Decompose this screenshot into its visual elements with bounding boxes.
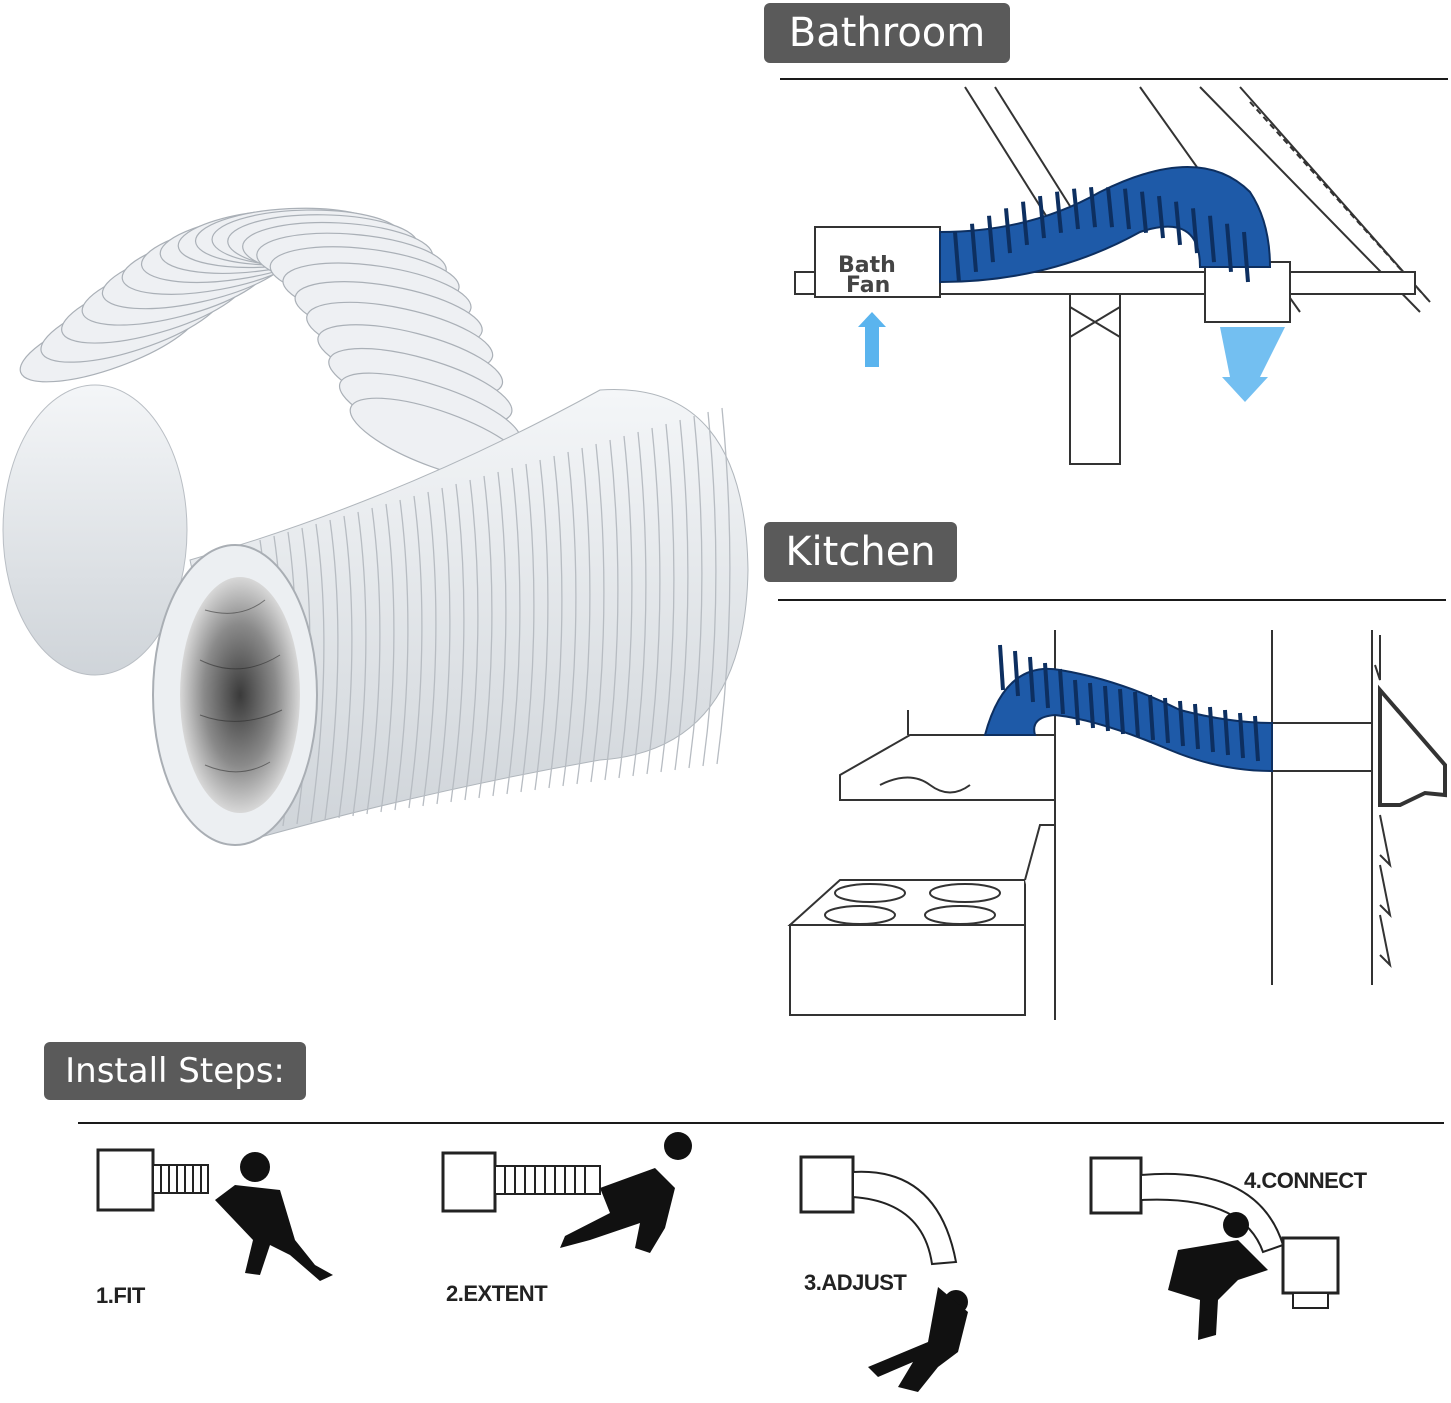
install-steps-title: Install Steps: [44, 1042, 306, 1100]
person-icon [1168, 1212, 1268, 1340]
step-3-illustration [799, 1155, 968, 1392]
person-icon [215, 1152, 333, 1281]
install-divider [78, 1122, 1444, 1124]
bath-fan-label-1: Bath [838, 253, 896, 278]
step-1-label: 1.FIT [96, 1283, 145, 1308]
step-3-label: 3.ADJUST [804, 1270, 907, 1295]
step-4-label: 4.CONNECT [1244, 1168, 1367, 1193]
person-icon [868, 1287, 968, 1392]
bathroom-title: Bathroom [764, 3, 1010, 63]
step-4-illustration [1089, 1156, 1340, 1340]
kitchen-hood-diagram [787, 630, 1447, 1020]
bathroom-divider [780, 78, 1448, 80]
bath-fan-label-2: Fan [846, 273, 890, 298]
step-1-illustration [96, 1148, 333, 1281]
kitchen-title: Kitchen [764, 522, 957, 582]
kitchen-divider [778, 599, 1446, 601]
step-2-illustration [441, 1132, 692, 1253]
bath-fan-diagram: Bath Fan [794, 86, 1431, 465]
step-2-label: 2.EXTENT [446, 1281, 548, 1306]
person-icon [560, 1132, 692, 1253]
airflow-arrow-icon [858, 312, 1285, 402]
duct-hose-image [2, 207, 749, 846]
